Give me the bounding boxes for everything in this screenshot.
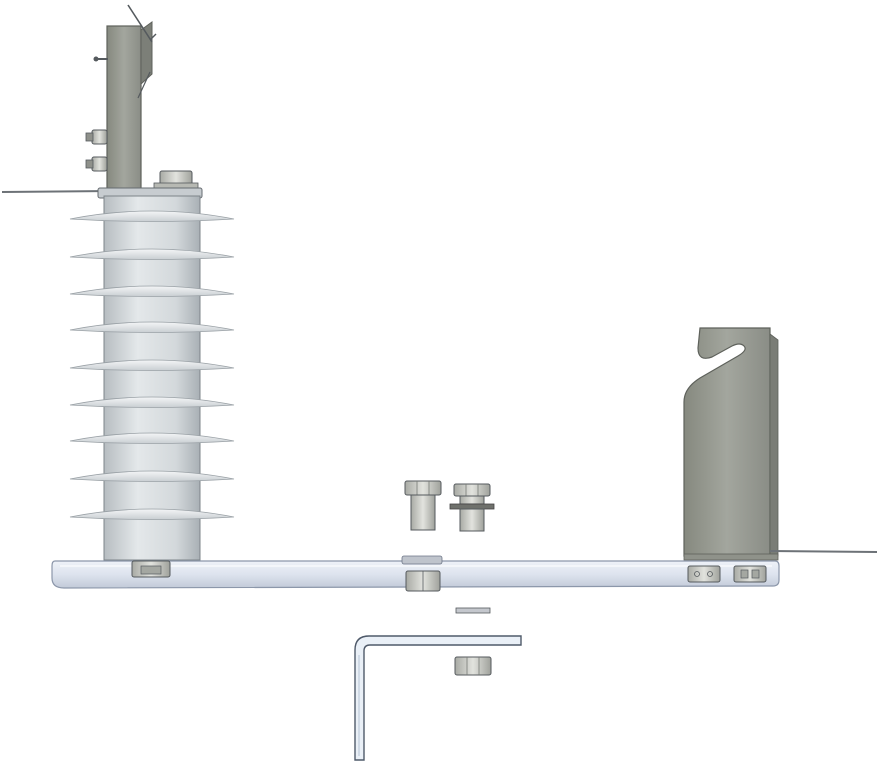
insulator-top-nut bbox=[153, 170, 199, 191]
allen-key bbox=[354, 635, 522, 761]
hook-base-clamp-1 bbox=[687, 565, 721, 583]
hook-base-clamp-2 bbox=[733, 565, 767, 583]
hook-bracket bbox=[683, 327, 878, 561]
insulator-sheds bbox=[69, 210, 235, 520]
porcelain-insulator bbox=[69, 195, 235, 561]
hex-bolt-1 bbox=[404, 480, 442, 531]
center-clamp bbox=[401, 555, 443, 592]
bracket-bolt-lower bbox=[85, 156, 108, 172]
hex-nut bbox=[454, 656, 492, 676]
insulator-base-clamp bbox=[131, 560, 171, 578]
bracket-bolt-upper bbox=[85, 129, 108, 145]
top-mounting-bracket bbox=[1, 4, 203, 199]
base-mounting-bar bbox=[51, 555, 780, 592]
hex-bolt-2-with-washer bbox=[449, 483, 495, 532]
flat-washer bbox=[455, 607, 491, 614]
